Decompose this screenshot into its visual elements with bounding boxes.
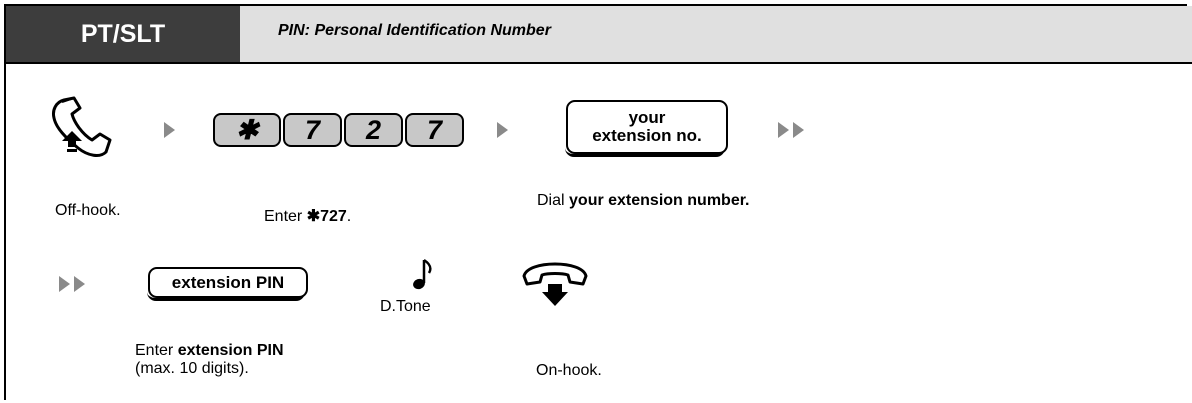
- caption-text: Dial: [537, 192, 570, 209]
- your-extension-no-softkey: your extension no.: [565, 100, 728, 157]
- enter-pin-caption: Enter extension PIN (max. 10 digits).: [135, 342, 284, 378]
- key-7: 7: [405, 113, 464, 147]
- caption-text: Enter: [264, 208, 307, 225]
- onhook-handset-icon: [522, 262, 588, 306]
- music-note-icon: [413, 258, 432, 290]
- onhook-caption: On-hook.: [536, 362, 602, 379]
- extension-pin-softkey: extension PIN: [147, 267, 308, 301]
- offhook-handset-icon: [52, 96, 112, 157]
- double-arrow-icon: [74, 276, 85, 292]
- page-title: PIN: Personal Identification Number: [278, 22, 551, 39]
- key-2: 2: [344, 113, 403, 147]
- play-arrow-icon: [497, 122, 508, 138]
- double-arrow-icon: [778, 122, 789, 138]
- play-arrow-icon: [164, 122, 175, 138]
- caption-bold: extension PIN: [177, 342, 284, 359]
- caption-bold: your extension number.: [569, 192, 750, 209]
- feature-code: ✱727: [306, 208, 347, 225]
- double-arrow-icon: [793, 122, 804, 138]
- caption-text: .: [346, 208, 352, 225]
- caption-text: Enter: [135, 342, 178, 359]
- caption-note: (max. 10 digits).: [135, 360, 249, 377]
- instruction-frame: [4, 4, 1187, 400]
- pt-slt-tab: PT/SLT: [6, 6, 240, 62]
- key-7: 7: [283, 113, 342, 147]
- dial-tone-label: D.Tone: [380, 298, 431, 315]
- offhook-caption: Off-hook.: [55, 202, 121, 219]
- double-arrow-icon: [59, 276, 70, 292]
- key-star: ✱: [213, 113, 281, 147]
- enter-code-caption: Enter ✱727.: [264, 208, 351, 226]
- dial-extension-caption: Dial your extension number.: [537, 192, 757, 210]
